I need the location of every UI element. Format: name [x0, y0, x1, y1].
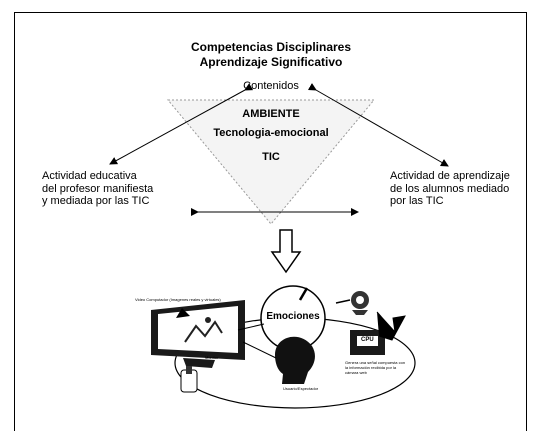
contenidos-label: Contenidos	[243, 80, 299, 92]
left-activity-text: Actividad educativa del profesor manifie…	[42, 170, 154, 207]
user-head-icon	[275, 336, 315, 384]
monitor-label: Monitor	[205, 355, 219, 360]
user-label: Usuario/Espectador	[283, 386, 319, 391]
tecnologia-label: Tecnologia-emocional	[213, 127, 329, 139]
figure-frame	[14, 12, 527, 431]
cpu-note: Genera una señal compuesta con la inform…	[345, 360, 406, 375]
header-line-2: Aprendizaje Significativo	[199, 55, 343, 69]
ambiente-label: AMBIENTE	[242, 108, 300, 120]
right-activity-text: Actividad de aprendizaje de los alumnos …	[390, 170, 510, 207]
pen-icon	[298, 287, 309, 301]
tic-label: TIC	[262, 151, 280, 163]
bent-arrow-icon	[376, 311, 406, 341]
arrow-right	[307, 83, 449, 167]
hand-icon	[180, 366, 198, 393]
down-arrow-icon	[270, 229, 302, 274]
emotions-label: Emociones	[266, 311, 320, 322]
monitor-icon	[151, 300, 245, 368]
video-label: Video Computador (Imagenes reales y virt…	[135, 297, 221, 302]
cpu-label: CPU	[361, 337, 374, 343]
webcam-icon	[335, 291, 369, 315]
header-line-1: Competencias Disciplinares	[190, 40, 352, 54]
arrow-left	[109, 83, 254, 165]
